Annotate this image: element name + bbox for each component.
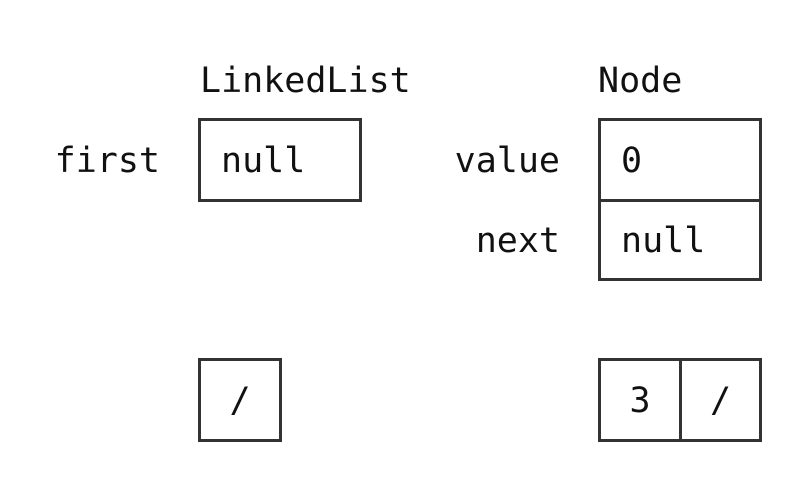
compact-node-next: / [709,381,732,421]
first-field-value: null [221,141,306,181]
empty-list-slash: / [229,381,251,421]
next-field-box: null [598,199,762,281]
compact-node-value-box: 3 [598,358,682,442]
compact-node-next-box: / [679,358,762,442]
linked-list-title: LinkedList [200,61,411,101]
next-field-value: null [621,221,706,261]
empty-list-box: / [198,358,282,442]
next-field-label: next [475,221,560,261]
node-title: Node [598,61,683,101]
value-field-box: 0 [598,118,762,202]
value-field-label: value [454,141,560,181]
first-field-box: null [198,118,362,202]
value-field-value: 0 [621,141,643,181]
compact-node-value: 3 [629,381,651,421]
first-field-label: first [54,141,160,181]
